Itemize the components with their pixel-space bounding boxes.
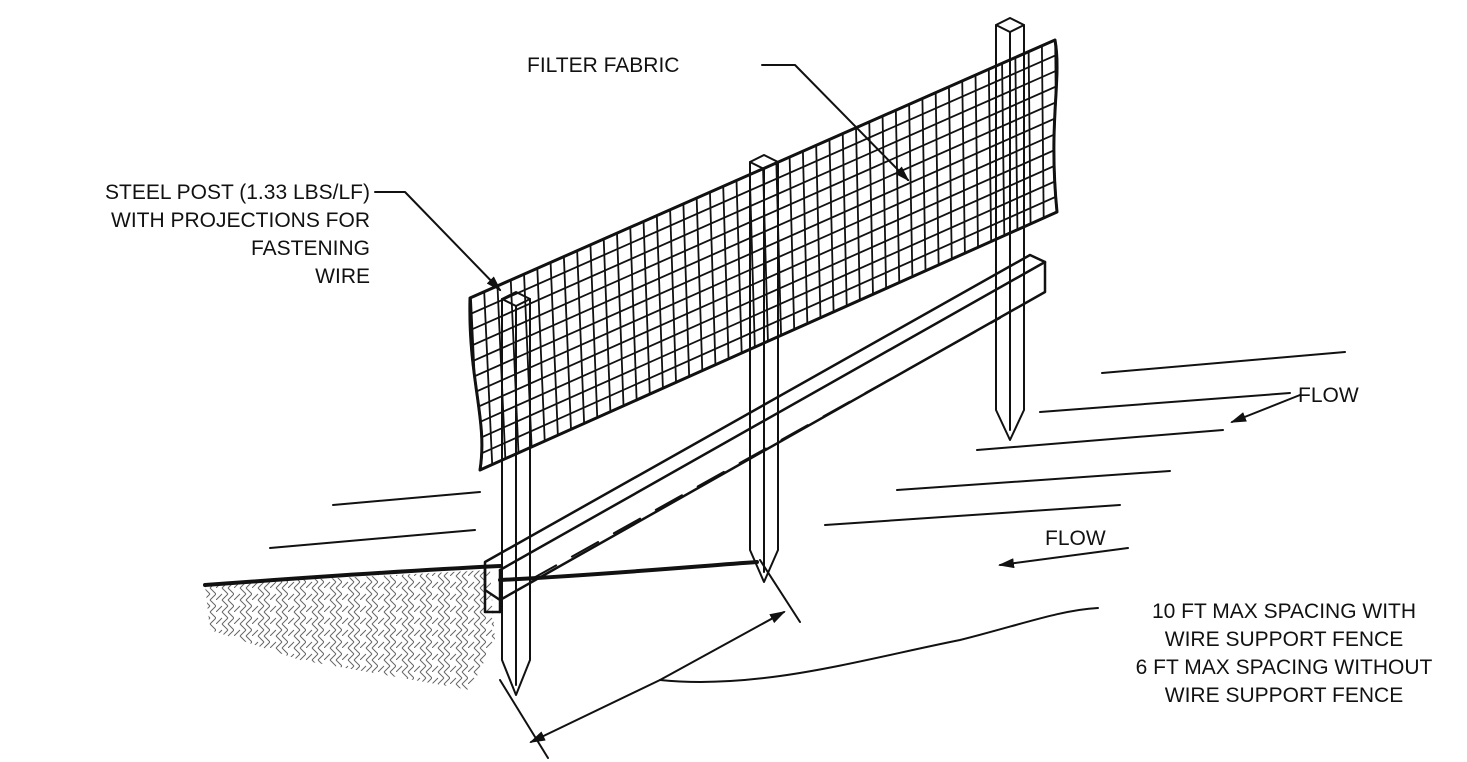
mesh-vertical-line	[681, 184, 691, 397]
mesh-vertical-line	[788, 137, 796, 350]
mesh-vertical-line	[881, 96, 888, 309]
anchor-board	[483, 253, 1047, 614]
spacing-note-line-1: 10 FT MAX SPACING WITH	[1152, 600, 1416, 623]
mesh-vertical-line	[655, 195, 665, 408]
mesh-vertical-line	[854, 107, 862, 320]
spacing-note-line-2: WIRE SUPPORT FENCE	[1165, 628, 1403, 651]
flow-label-lower: FLOW	[1045, 527, 1106, 550]
filter-fabric-mesh	[468, 38, 1059, 472]
mesh-vertical-line	[921, 78, 927, 291]
mesh-vertical-line	[907, 84, 914, 297]
mesh-horizontal-line	[469, 123, 1058, 402]
mesh-vertical-line	[615, 213, 626, 426]
mesh-horizontal-line	[469, 108, 1058, 387]
mesh-vertical-line	[602, 219, 613, 432]
mesh-vertical-line	[1000, 43, 1006, 256]
mesh-vertical-line	[708, 172, 717, 385]
mesh-vertical-line	[974, 55, 980, 268]
mesh-vertical-line	[987, 49, 993, 262]
steel-post-left	[501, 291, 531, 696]
spacing-note-line-3: 6 FT MAX SPACING WITHOUT	[1136, 656, 1433, 679]
mesh-horizontal-line	[469, 45, 1058, 324]
flow-streaks	[269, 351, 1346, 549]
spacing-note: 10 FT MAX SPACING WITH WIRE SUPPORT FENC…	[1136, 600, 1433, 707]
mesh-vertical-line	[641, 201, 652, 414]
mesh-vertical-line	[814, 125, 822, 338]
mesh-vertical-line	[628, 207, 639, 420]
mesh-vertical-line	[668, 190, 678, 403]
mesh-vertical-line	[934, 72, 940, 285]
mesh-horizontal-line	[469, 186, 1058, 465]
mesh-horizontal-line	[469, 61, 1058, 340]
mesh-vertical-line	[721, 166, 731, 379]
steel-post-label-line-2: WITH PROJECTIONS FOR	[111, 209, 370, 232]
mesh-vertical-line	[894, 90, 901, 303]
mesh-horizontal-line	[469, 92, 1058, 371]
mesh-horizontal-line	[469, 77, 1058, 355]
mesh-vertical-line	[1027, 40, 1032, 244]
steel-post-label-line-4: WIRE	[315, 265, 370, 288]
mesh-vertical-line	[841, 113, 849, 326]
steel-post-label-line-1: STEEL POST (1.33 LBS/LF)	[105, 181, 370, 204]
mesh-vertical-line	[1040, 40, 1045, 238]
mesh-vertical-line	[1014, 40, 1019, 250]
flow-label-upper: FLOW	[1298, 384, 1359, 407]
steel-post-label-line-3: FASTENING	[251, 237, 370, 260]
mesh-vertical-line	[735, 160, 744, 373]
ground-section	[203, 564, 502, 690]
filter-fabric-label: FILTER FABRIC	[527, 54, 679, 77]
mesh-vertical-line	[801, 131, 809, 344]
mesh-horizontal-line	[469, 139, 1058, 418]
steel-post-label: STEEL POST (1.33 LBS/LF) WITH PROJECTION…	[105, 181, 370, 288]
mesh-vertical-line	[867, 102, 875, 315]
mesh-vertical-line	[828, 119, 835, 332]
mesh-vertical-line	[695, 178, 704, 391]
spacing-note-line-4: WIRE SUPPORT FENCE	[1165, 684, 1403, 707]
mesh-horizontal-line	[469, 155, 1058, 433]
mesh-horizontal-line	[469, 170, 1058, 449]
callout-leaders	[374, 64, 1301, 759]
mesh-vertical-line	[961, 61, 967, 274]
steel-post-right	[995, 17, 1025, 441]
mesh-vertical-line	[947, 66, 953, 279]
